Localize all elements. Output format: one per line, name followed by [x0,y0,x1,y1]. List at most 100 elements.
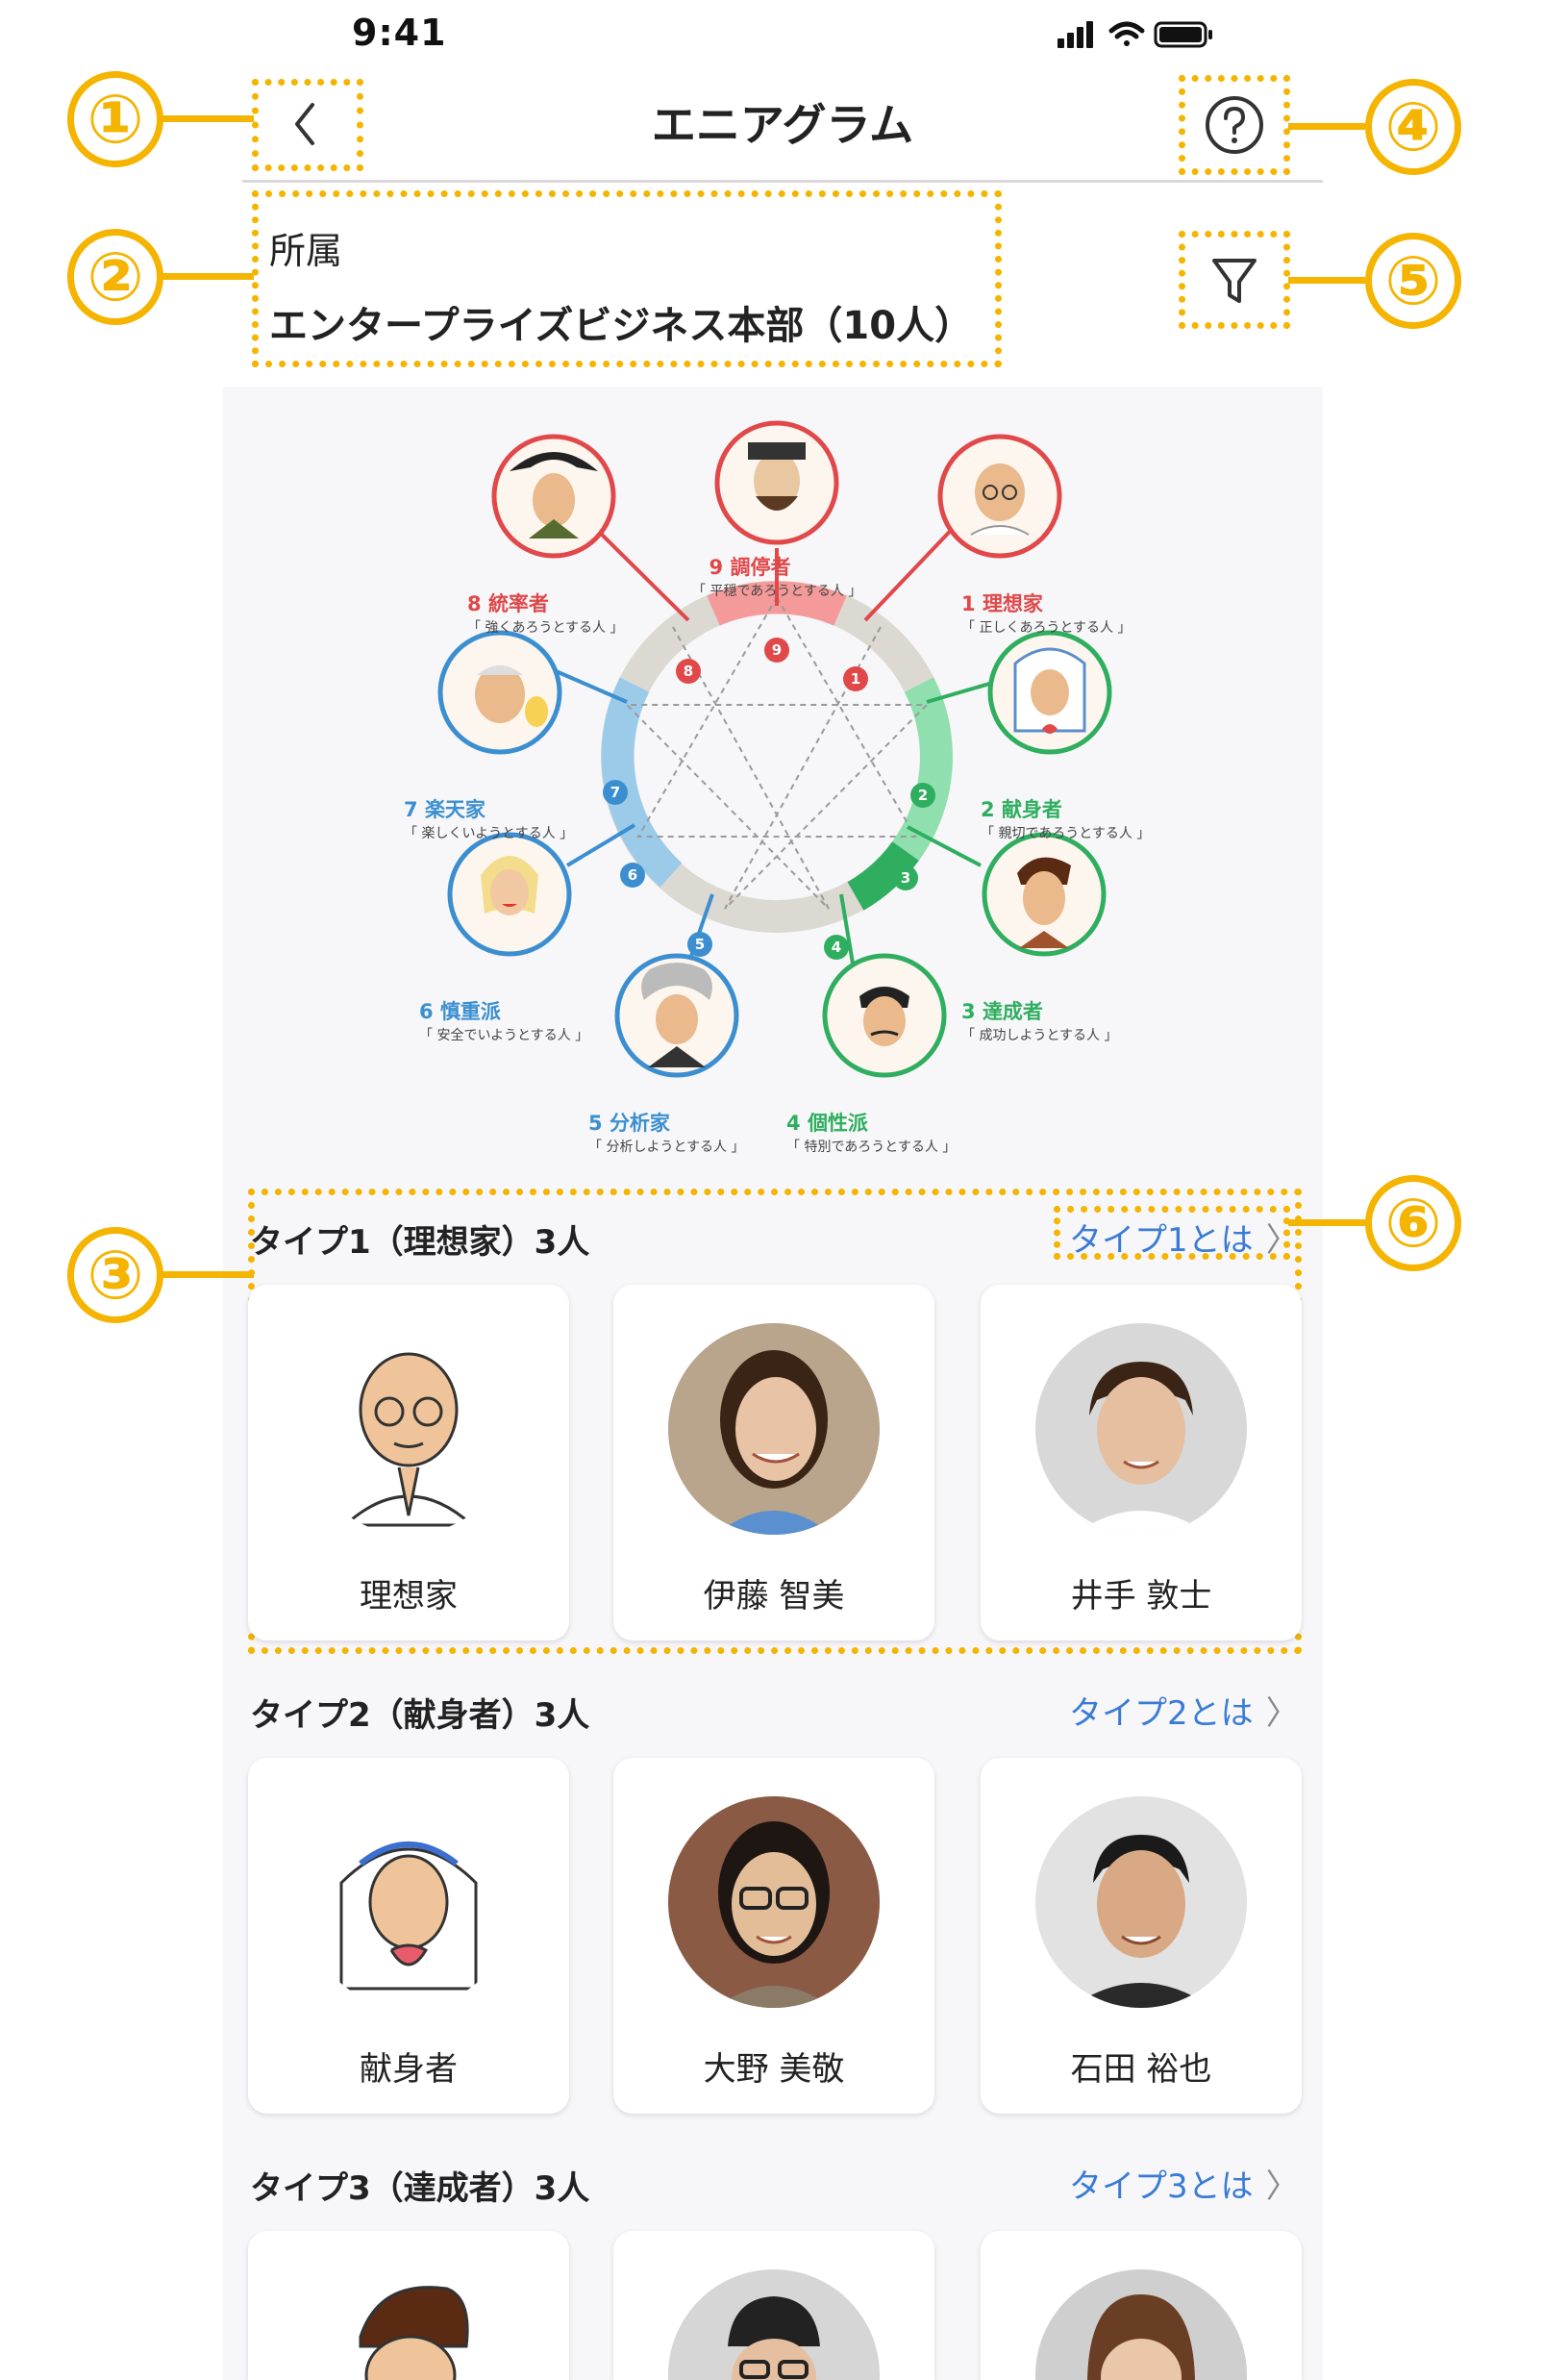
type-name: 調停者 [730,556,791,579]
type-label-2[interactable]: 2 献身者 「 親切であろうとする人 」 [981,794,1150,842]
ring-num-4: 4 [832,939,841,956]
type-num: 7 [404,798,418,821]
type-num: 4 [786,1112,801,1135]
type-desc: 「 平穏であろうとする人 」 [692,584,862,599]
type-desc: 「 安全でいようとする人 」 [419,1028,589,1043]
type-name: 統率者 [487,592,549,615]
member-name: 献身者 [360,2050,458,2089]
type-desc: 「 特別であろうとする人 」 [786,1140,957,1155]
type-link-3[interactable]: タイプ3とは 〉 [1069,2160,1299,2207]
department-box[interactable] [252,190,1002,367]
section-title: タイプ3（達成者）3人 [250,2169,590,2208]
callout-1: ① [67,71,163,167]
type-num: 3 [961,1000,976,1023]
status-icons [1058,21,1212,48]
type-link-label: タイプ2とは [1069,1694,1254,1733]
type-link-2[interactable]: タイプ2とは 〉 [1069,1687,1299,1734]
filter-button[interactable] [1179,231,1290,329]
person-avatar [1035,1796,1247,2008]
signal-icon [1058,21,1093,48]
member-card[interactable] [613,2231,934,2380]
member-card[interactable]: 井手 敦士 [981,1285,1302,1641]
ring-num-7: 7 [610,784,620,801]
callout-line-1 [144,115,254,122]
section-title: タイプ1（理想家）3人 [250,1223,590,1262]
type-num: 1 [961,592,976,615]
type-name: 献身者 [1001,798,1062,821]
callout-5: ⑤ [1365,233,1461,329]
person-avatar [1035,1323,1247,1535]
member-card[interactable]: 伊藤 智美 [613,1285,934,1641]
app-header: エニアグラム [242,67,1323,183]
type-name: 達成者 [982,1000,1043,1023]
ring-number-badges: 9 1 2 3 4 5 6 7 8 [603,638,935,960]
type-num: 5 [588,1112,603,1135]
callout-line-4 [1288,123,1365,130]
type-num: 6 [419,1000,434,1023]
callout-2: ② [67,229,163,325]
ring-num-5: 5 [695,936,705,953]
type-label-4[interactable]: 4 個性派 「 特別であろうとする人 」 [786,1108,956,1156]
character-avatar [359,2286,469,2380]
member-card[interactable] [248,2231,569,2380]
type-link-1[interactable]: タイプ1とは 〉 [1069,1214,1299,1261]
wifi-icon [1108,21,1145,46]
callout-line-6 [1288,1219,1365,1226]
member-card[interactable]: 理想家 [248,1285,569,1641]
portrait-type-4 [822,953,947,1078]
type-label-9[interactable]: 9 調停者 「 平穏であろうとする人 」 [692,552,862,600]
type-name: 分析家 [609,1112,670,1135]
type-desc: 「 強くあろうとする人 」 [467,620,624,636]
type-desc: 「 成功しようとする人 」 [961,1028,1118,1043]
type-name: 個性派 [807,1112,868,1135]
callout-line-5 [1288,277,1365,284]
character-avatar [341,1352,476,1527]
member-card[interactable]: 献身者 [248,1758,569,2114]
chevron-right-icon: 〉 [1265,1221,1299,1260]
callout-line-3 [144,1271,254,1278]
ring-num-8: 8 [684,663,693,680]
chevron-left-icon [295,103,314,145]
help-button[interactable] [1179,75,1290,175]
member-name: 井手 敦士 [1070,1577,1212,1616]
portrait-type-1 [937,434,1062,559]
enneagram-inner-lines [624,595,930,910]
type-num: 2 [981,798,995,821]
member-card[interactable] [981,2231,1302,2380]
callout-6: ⑥ [1365,1175,1461,1271]
member-card[interactable]: 大野 美敬 [613,1758,934,2114]
ring-num-1: 1 [851,670,860,688]
type-name: 理想家 [982,592,1043,615]
portrait-type-8 [491,434,616,559]
member-name: 大野 美敬 [703,2050,845,2089]
type-label-3[interactable]: 3 達成者 「 成功しようとする人 」 [961,996,1117,1044]
member-name: 理想家 [360,1577,458,1616]
member-card[interactable]: 石田 裕也 [981,1758,1302,2114]
department-name: エンタープライズビジネス本部（10人） [269,304,974,348]
question-circle-icon [1206,96,1263,154]
portrait-type-3 [982,832,1107,957]
portrait-type-6 [447,832,572,957]
character-avatar [339,1841,478,1991]
back-button[interactable] [252,79,363,171]
ring-num-3: 3 [901,869,910,887]
type-link-label: タイプ1とは [1069,1221,1254,1260]
type-label-8[interactable]: 8 統率者 「 強くあろうとする人 」 [467,589,623,637]
type-label-1[interactable]: 1 理想家 「 正しくあろうとする人 」 [961,589,1131,637]
member-name: 石田 裕也 [1070,2050,1212,2089]
status-time: 9:41 [352,12,447,54]
section-title: タイプ2（献身者）3人 [250,1696,590,1735]
callout-line-2 [144,273,254,280]
header-divider [242,180,1323,183]
ring-num-6: 6 [628,866,637,884]
type-desc: 「 楽しくいようとする人 」 [404,826,574,841]
type-label-5[interactable]: 5 分析家 「 分析しようとする人 」 [588,1108,744,1156]
chevron-right-icon: 〉 [1265,1694,1299,1733]
type-label-6[interactable]: 6 慎重派 「 安全でいようとする人 」 [419,996,588,1044]
type-label-7[interactable]: 7 楽天家 「 楽しくいようとする人 」 [404,794,573,842]
enneagram-diagram: 9 1 2 3 4 5 6 7 8 [437,420,1112,1078]
type-link-label: タイプ3とは [1069,2167,1254,2206]
member-name: 伊藤 智美 [703,1577,845,1616]
person-avatar [668,1323,880,1535]
chevron-right-icon: 〉 [1265,2167,1299,2206]
